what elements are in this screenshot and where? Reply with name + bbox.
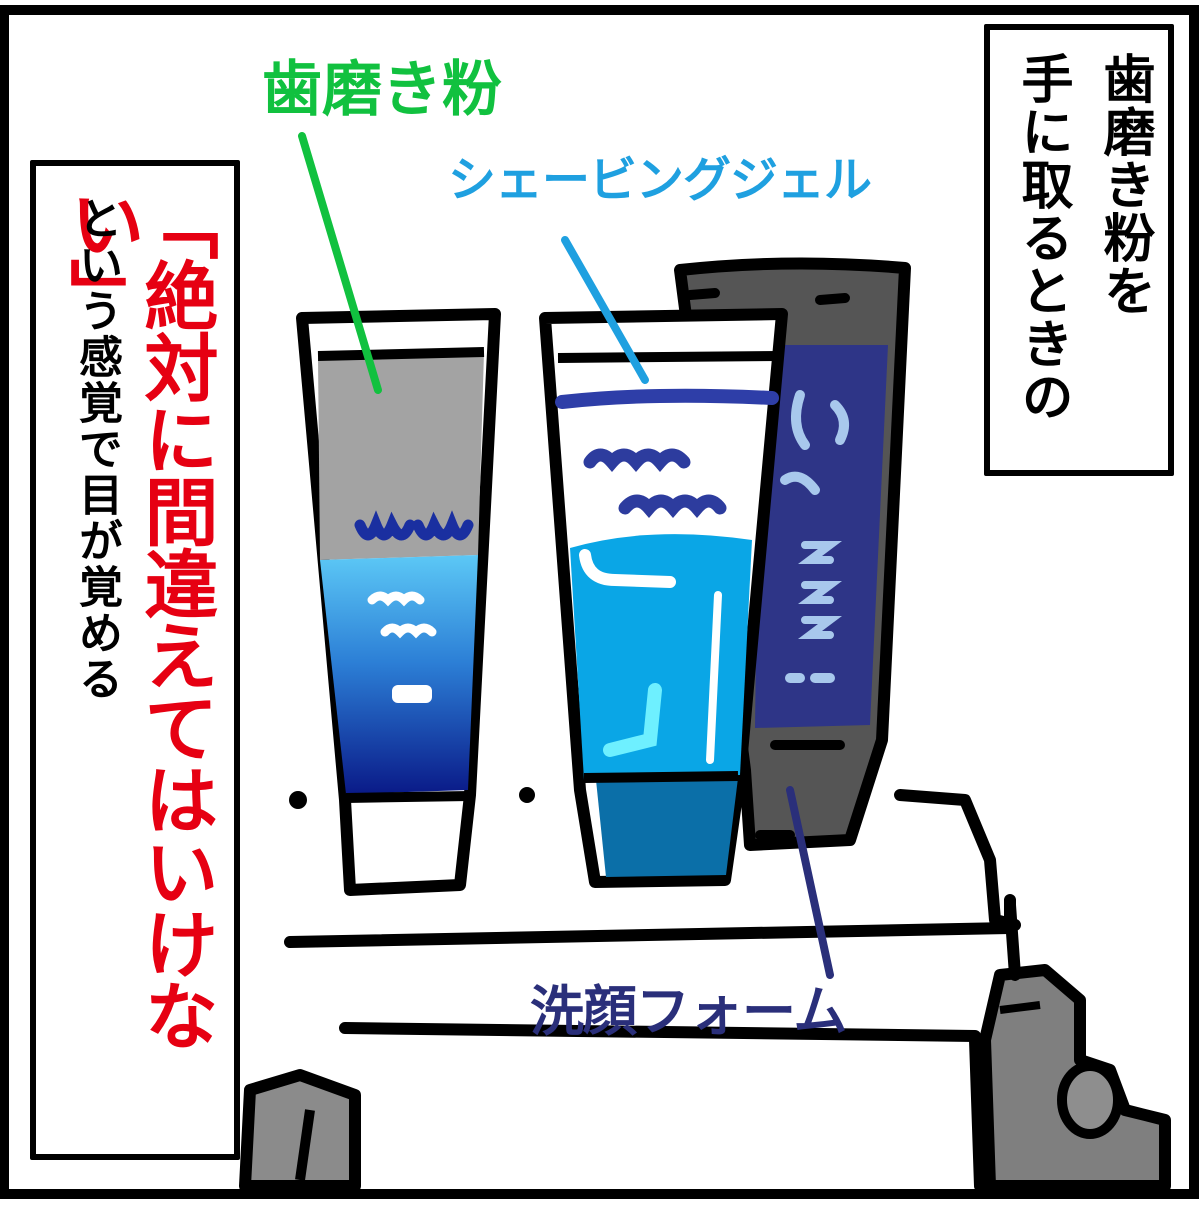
narration-left-line2: という感覚で目が覚める	[71, 196, 122, 702]
shaving-gel-tube	[539, 308, 788, 888]
narration-box-left: 「絶対に間違えてはいけない」 という感覚で目が覚める	[30, 160, 240, 1160]
narration-right-line1: 歯磨き粉を	[1094, 52, 1154, 317]
toothpaste-tube	[296, 308, 501, 896]
narration-right-line2: 手に取るときの	[1012, 52, 1072, 423]
label-shaving-gel: シェービングジェル	[448, 152, 872, 208]
face-wash-pointer	[786, 786, 834, 979]
shaving-gel-pointer	[561, 236, 649, 384]
label-face-wash: 洗顔フォーム	[530, 980, 847, 1043]
narration-box-right: 歯磨き粉を 手に取るときの	[984, 24, 1174, 476]
faucet	[979, 964, 1171, 1192]
label-toothpaste: 歯磨き粉	[262, 55, 502, 125]
narration-left-emphasis: 「絶対に間違えてはいけない」	[58, 186, 218, 1050]
toothpaste-pointer	[298, 132, 382, 394]
counter-left-object	[239, 1069, 361, 1192]
